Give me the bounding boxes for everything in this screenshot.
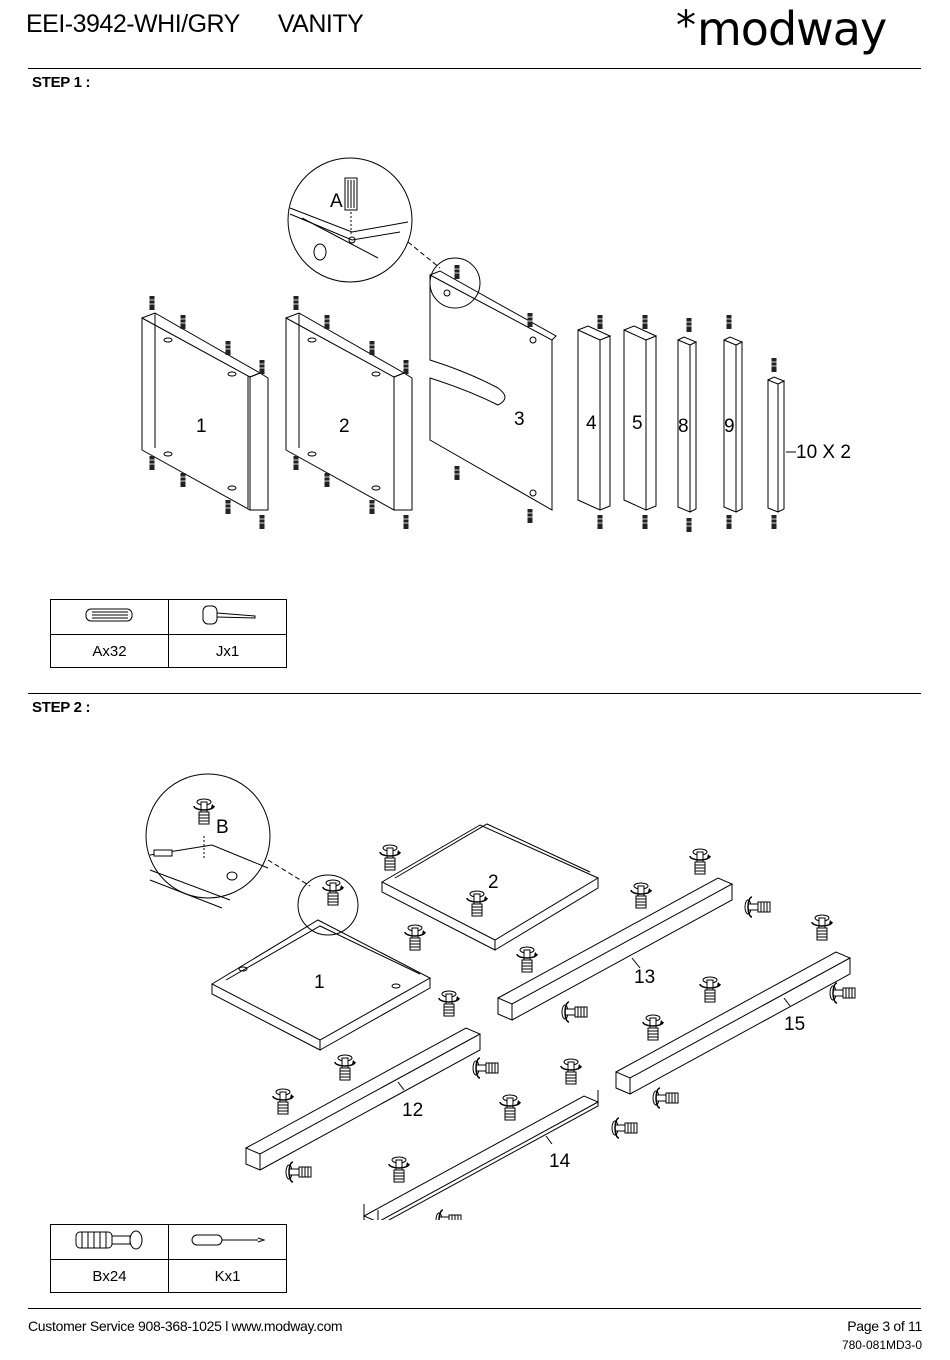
brand-logo: *modway <box>676 2 886 56</box>
part-label-8: 8 <box>678 416 689 437</box>
callout-detail-b <box>146 774 270 898</box>
part-label-4: 4 <box>586 413 597 434</box>
product-name: VANITY <box>278 10 363 38</box>
rail-label-12: 12 <box>402 1100 423 1121</box>
part-label-5: 5 <box>632 413 643 434</box>
hardware-cell <box>51 1225 169 1260</box>
hardware-cell <box>169 1225 287 1260</box>
rail-label-1: 1 <box>314 972 325 993</box>
dowel-icon <box>80 605 140 625</box>
step1-hardware-table: Ax32 Jx1 <box>50 599 287 668</box>
panel-1 <box>142 313 268 510</box>
header-title: EEI-3942-WHI/GRY VANITY <box>26 10 363 39</box>
step2-heading: STEP 2 : <box>32 699 90 716</box>
step2-hardware-table: Bx24 Kx1 <box>50 1224 287 1293</box>
model-number: EEI-3942-WHI/GRY <box>26 10 240 38</box>
part-label-2: 2 <box>339 416 350 437</box>
cam-bolt-icon <box>70 1228 150 1252</box>
dowel-group <box>150 265 777 532</box>
footer-divider <box>28 1308 921 1309</box>
rail-label-2: 2 <box>488 872 499 893</box>
step-divider <box>28 693 921 694</box>
step1-heading: STEP 1 : <box>32 74 90 91</box>
mallet-icon <box>193 602 263 628</box>
rail-label-14: 14 <box>549 1151 571 1172</box>
part-label-1: 1 <box>196 416 207 437</box>
part-label-9: 9 <box>724 416 735 437</box>
document-code: 780-081MD3-0 <box>842 1338 922 1352</box>
customer-service-text: Customer Service 908-368-1025 l www.modw… <box>28 1318 342 1334</box>
hardware-label: Kx1 <box>169 1260 287 1293</box>
part-label-10: 10 X 2 <box>796 442 851 463</box>
step2-diagram: B 2 1 13 15 12 14 <box>0 770 950 1220</box>
panel-10 <box>768 377 784 512</box>
header-divider <box>28 68 921 69</box>
part-label-3: 3 <box>514 409 525 430</box>
step1-diagram: A 1 2 3 4 5 8 9 10 X 2 <box>0 150 950 550</box>
rail-label-13: 13 <box>634 967 655 988</box>
callout-label-a: A <box>330 191 343 212</box>
panel-2 <box>286 313 412 510</box>
hardware-label: Ax32 <box>51 635 169 668</box>
hardware-cell <box>169 600 287 635</box>
hardware-label: Jx1 <box>169 635 287 668</box>
hardware-cell <box>51 600 169 635</box>
callout-label-b: B <box>216 817 229 838</box>
hardware-label: Bx24 <box>51 1260 169 1293</box>
screwdriver-icon <box>188 1230 268 1250</box>
rail-label-15: 15 <box>784 1014 805 1035</box>
page-number: Page 3 of 11 <box>847 1318 922 1334</box>
